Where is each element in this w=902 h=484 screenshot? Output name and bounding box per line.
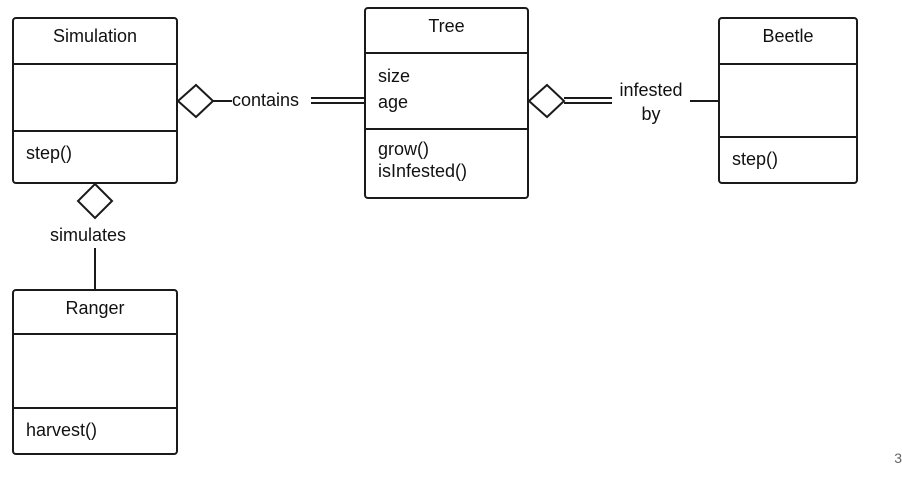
class-beetle-attributes xyxy=(720,65,856,138)
infested-label-line2: by xyxy=(641,104,661,124)
class-ranger-method: harvest() xyxy=(26,420,98,440)
class-simulation-attributes xyxy=(14,65,176,132)
contains-aggregation-diamond xyxy=(176,83,215,119)
class-simulation: Simulation step() xyxy=(12,17,178,184)
class-simulation-name: Simulation xyxy=(14,19,176,65)
class-beetle-method: step() xyxy=(732,149,779,169)
simulates-label: simulates xyxy=(50,225,127,245)
infested-label-line1: infested xyxy=(619,80,683,100)
class-tree-name: Tree xyxy=(366,9,527,54)
contains-label: contains xyxy=(232,90,300,110)
class-ranger-attributes xyxy=(14,335,176,409)
page-number: 3 xyxy=(894,450,902,466)
class-ranger-name: Ranger xyxy=(14,291,176,335)
class-ranger-methods: harvest() xyxy=(14,409,176,453)
class-tree-method-isinfested: isInfested() xyxy=(378,161,468,181)
simulates-aggregation-diamond xyxy=(76,182,114,220)
class-beetle: Beetle step() xyxy=(718,17,858,184)
class-tree-methods: grow() isInfested() xyxy=(366,130,527,197)
infested-by-label: infested by xyxy=(612,78,690,126)
class-beetle-name: Beetle xyxy=(720,19,856,65)
class-tree-attribute-size: size xyxy=(378,66,411,86)
class-beetle-methods: step() xyxy=(720,138,856,182)
class-ranger: Ranger harvest() xyxy=(12,289,178,455)
infested-aggregation-diamond xyxy=(527,83,566,119)
class-tree-method-grow: grow() xyxy=(378,139,430,159)
class-tree: Tree size age grow() isInfested() xyxy=(364,7,529,199)
class-tree-attribute-age: age xyxy=(378,92,409,112)
class-tree-attributes: size age xyxy=(366,54,527,130)
class-simulation-method: step() xyxy=(26,143,73,163)
class-simulation-methods: step() xyxy=(14,132,176,182)
